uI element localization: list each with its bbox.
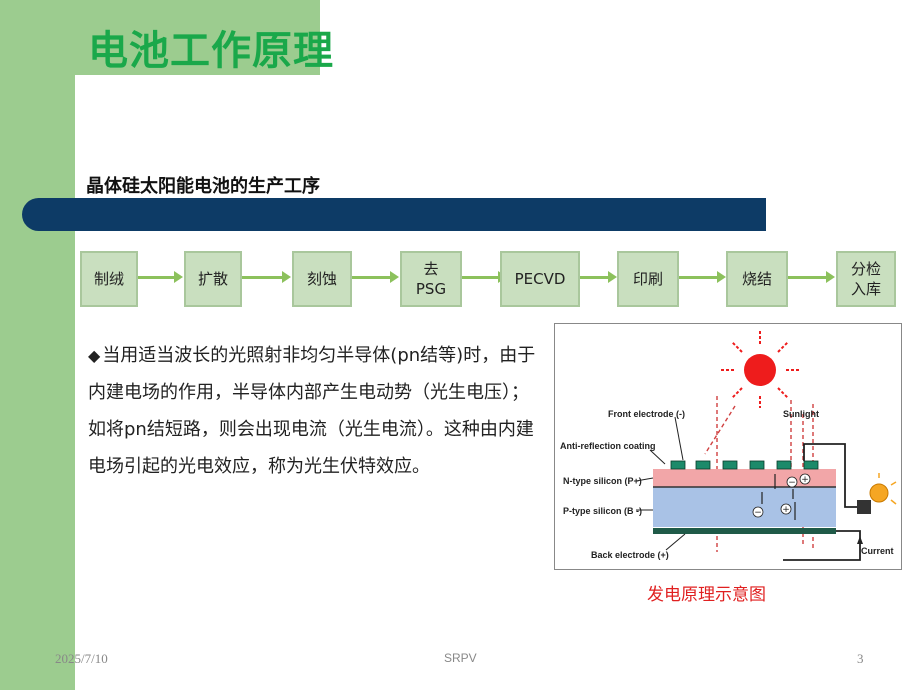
sunlight-label: Sunlight: [783, 409, 819, 419]
slide-title: 电池工作原理: [88, 28, 334, 74]
bullet-paragraph: ◆当用适当波长的光照射非均匀半导体(pn结等)时，由于内建电场的作用，半导体内部…: [88, 337, 540, 485]
front-electrode-label: Front electrode (-): [608, 409, 685, 419]
process-step: 印刷: [617, 251, 679, 307]
solar-cell-diagram: − + − + Front electrode (-) Sunlight Ant…: [554, 323, 902, 570]
sun-icon: [721, 330, 799, 408]
diagram-caption: 发电原理示意图: [647, 585, 766, 605]
footer-center: SRPV: [444, 651, 477, 665]
process-step: 制绒: [80, 251, 138, 307]
bulb-icon: [857, 473, 897, 514]
process-step: 去 PSG: [400, 251, 462, 307]
n-type-label: N-type silicon (P+): [563, 476, 642, 486]
process-step: 烧结: [726, 251, 788, 307]
top-decor-band: [0, 0, 320, 75]
arrow-icon: [242, 271, 291, 283]
arrow-icon: [788, 271, 835, 283]
svg-text:+: +: [782, 505, 790, 515]
charge-symbols: − + − +: [752, 473, 811, 518]
arrow-icon: [679, 271, 726, 283]
process-step: 分检 入库: [836, 251, 896, 307]
back-electrode-label: Back electrode (+): [591, 550, 669, 560]
p-type-layer: [653, 487, 836, 527]
footer-date: 2025/7/10: [55, 651, 108, 666]
arrow-icon: [138, 271, 183, 283]
header-bar: [22, 198, 766, 231]
svg-text:+: +: [801, 475, 809, 485]
process-step: 扩散: [184, 251, 242, 307]
bullet-text: 当用适当波长的光照射非均匀半导体(pn结等)时，由于内建电场的作用，半导体内部产…: [88, 345, 536, 477]
svg-text:−: −: [788, 478, 796, 488]
anti-reflection-label: Anti-reflection coating: [560, 441, 656, 451]
svg-text:−: −: [754, 508, 762, 518]
diamond-bullet-icon: ◆: [88, 346, 101, 365]
p-type-label: P-type silicon (B -): [563, 506, 642, 516]
arrow-icon: [352, 271, 399, 283]
back-electrode-bar: [653, 528, 836, 534]
corner-decor: [75, 75, 155, 155]
carrier-arrows: [761, 474, 796, 520]
slide-subtitle: 晶体硅太阳能电池的生产工序: [86, 176, 320, 197]
page-number: 3: [857, 651, 864, 666]
process-step: PECVD: [500, 251, 580, 307]
arrow-icon: [462, 271, 507, 283]
arrow-icon: [580, 271, 617, 283]
process-step: 刻蚀: [292, 251, 352, 307]
front-contacts: [670, 460, 819, 470]
current-label: Current: [861, 546, 894, 556]
left-decor-band: [0, 0, 75, 690]
